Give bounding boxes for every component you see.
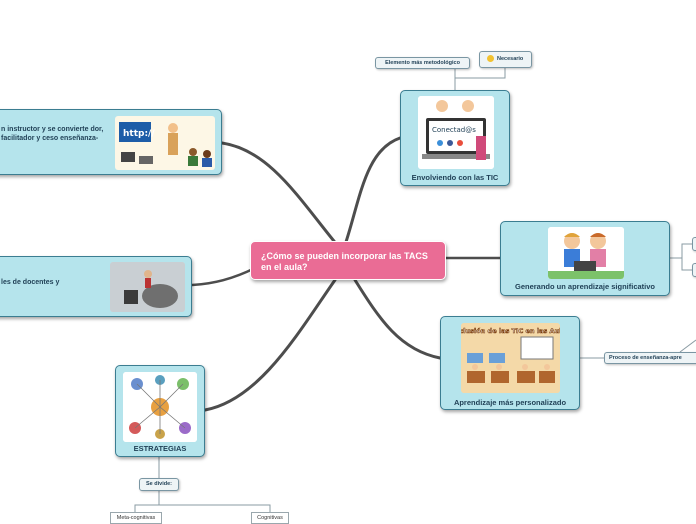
link-envolviendo — [343, 136, 402, 247]
node-estrategias[interactable]: ESTRATEGIAS — [115, 365, 205, 457]
node-aprendizaje[interactable]: Inclusión de las TIC en las Aulas Aprend… — [440, 316, 580, 410]
http-sign-text: http:// — [123, 129, 155, 139]
node-instructor-text: n instructor y se convierte dor, facilit… — [1, 126, 104, 142]
strategies-diagram-image — [123, 372, 197, 442]
node-aprendizaje-label: Aprendizaje más personalizado — [453, 398, 567, 407]
node-docentes[interactable]: les de docentes y — [0, 256, 192, 317]
tag-proceso[interactable]: Proceso de enseñanza-apre — [604, 352, 696, 364]
conectados-text: Conectad@s — [432, 126, 476, 134]
node-docentes-text: les de docentes y — [1, 279, 60, 286]
central-topic-title: ¿Cómo se pueden incorporar las TACS en e… — [261, 251, 428, 272]
node-generando-label: Generando un aprendizaje significativo — [514, 282, 656, 291]
central-topic[interactable]: ¿Cómo se pueden incorporar las TACS en e… — [250, 241, 446, 280]
tag-se-divide[interactable]: Se divide: — [139, 478, 179, 491]
tag-proceso-label: Proceso de enseñanza-apre — [609, 355, 682, 361]
chess-collage-image — [110, 262, 185, 312]
tag-cognitivas[interactable]: Cognitivas — [251, 512, 289, 524]
link-docentes — [190, 266, 257, 287]
generando-child-1[interactable] — [692, 237, 696, 251]
generando-child-2[interactable] — [692, 263, 696, 277]
lightbulb-icon — [487, 55, 494, 63]
node-instructor[interactable]: n instructor y se convierte dor, facilit… — [0, 109, 222, 175]
node-estrategias-label: ESTRATEGIAS — [133, 444, 187, 453]
node-envolviendo-label: Envolviendo con las TIC — [411, 173, 499, 182]
node-generando[interactable]: Generando un aprendizaje significativo — [500, 221, 670, 296]
teacher-classroom-image: http:// — [115, 116, 215, 170]
tag-necesario[interactable]: Necesario — [479, 51, 532, 68]
classroom-image-title: Inclusión de las TIC en las Aulas — [461, 327, 560, 335]
tag-se-divide-label: Se divide: — [146, 481, 172, 487]
kids-studying-image — [548, 227, 624, 279]
tag-elemento-label: Elemento más metodológico — [385, 60, 460, 66]
link-aprendizaje — [353, 278, 442, 360]
tag-meta-cognitivas[interactable]: Meta-cognitivas — [110, 512, 162, 524]
link-instructor — [220, 141, 340, 248]
node-envolviendo[interactable]: Conectad@s Envolviendo con las TIC — [400, 90, 510, 186]
tag-cognitivas-label: Cognitivas — [257, 515, 283, 521]
kids-laptop-conectados-image: Conectad@s — [418, 96, 494, 169]
tag-meta-cognitivas-label: Meta-cognitivas — [116, 515, 156, 521]
link-estrategias — [203, 278, 337, 412]
tag-elemento[interactable]: Elemento más metodológico — [375, 57, 470, 69]
classroom-tic-image: Inclusión de las TIC en las Aulas — [461, 323, 560, 393]
tag-necesario-label: Necesario — [497, 56, 524, 62]
